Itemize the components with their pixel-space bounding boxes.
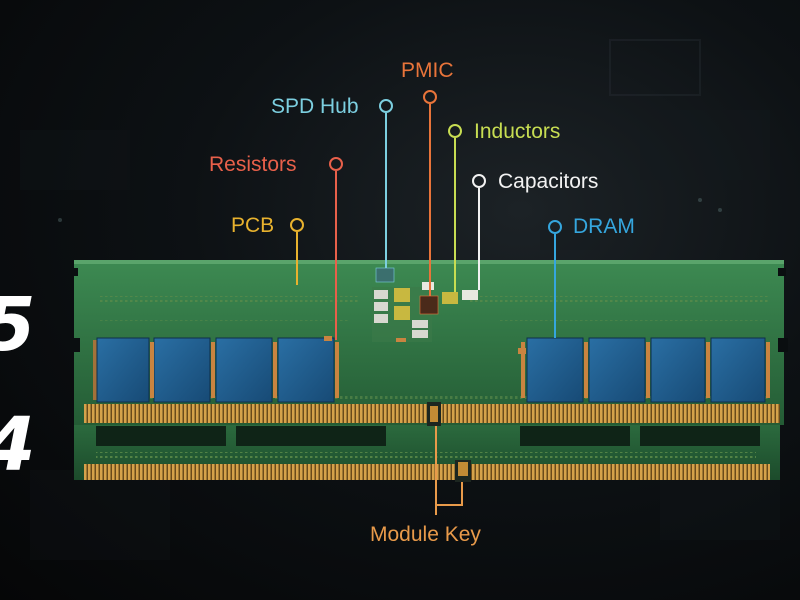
- lower-module-chip: [96, 426, 226, 446]
- pmic-marker: [423, 90, 437, 104]
- pmic-chip: [419, 295, 439, 315]
- lower-module-chip: [236, 426, 386, 446]
- spd-hub-marker: [379, 99, 393, 113]
- pcb-label: PCB: [231, 214, 274, 237]
- dram-chip: [96, 337, 150, 403]
- generation-number-lower: 4: [0, 402, 36, 488]
- dram-chip: [153, 337, 211, 403]
- lower-module-gold-contacts: [84, 464, 770, 480]
- dram-chip: [526, 337, 584, 403]
- lower-memory-module: [74, 418, 780, 482]
- lower-module-chip: [640, 426, 760, 446]
- capacitor-component: [374, 302, 388, 311]
- dram-chip: [277, 337, 335, 403]
- inductor-component: [394, 288, 410, 302]
- dram-chip: [588, 337, 646, 403]
- spd-hub-label: SPD Hub: [271, 95, 359, 118]
- dram-chips-right: [521, 337, 770, 403]
- pcb-marker: [290, 218, 304, 232]
- upper-memory-module: [70, 260, 788, 426]
- capacitor-component: [374, 290, 388, 299]
- pmic-label: PMIC: [401, 59, 454, 82]
- spd-hub-chip: [375, 267, 395, 283]
- callout-lines: [290, 90, 562, 515]
- capacitor-component: [462, 290, 478, 300]
- capacitor-component: [374, 314, 388, 323]
- resistors-label: Resistors: [209, 153, 297, 176]
- resistors-marker: [329, 157, 343, 171]
- dram-chip: [650, 337, 706, 403]
- inductors-label: Inductors: [474, 120, 560, 143]
- dram-chip: [710, 337, 766, 403]
- capacitors-label: Capacitors: [498, 170, 598, 193]
- capacitors-marker: [472, 174, 486, 188]
- inductor-component: [442, 292, 458, 304]
- generation-number-upper: 5: [0, 282, 36, 368]
- lower-module-chip: [520, 426, 630, 446]
- module-key-label: Module Key: [370, 523, 481, 546]
- module-key-bracket: [435, 426, 463, 506]
- dram-marker: [548, 220, 562, 234]
- inductors-marker: [448, 124, 462, 138]
- inductor-component: [394, 306, 410, 320]
- dram-label: DRAM: [573, 215, 635, 238]
- dram-chip: [215, 337, 273, 403]
- dram-chips-left: [93, 337, 339, 403]
- power-management-area: [324, 267, 526, 354]
